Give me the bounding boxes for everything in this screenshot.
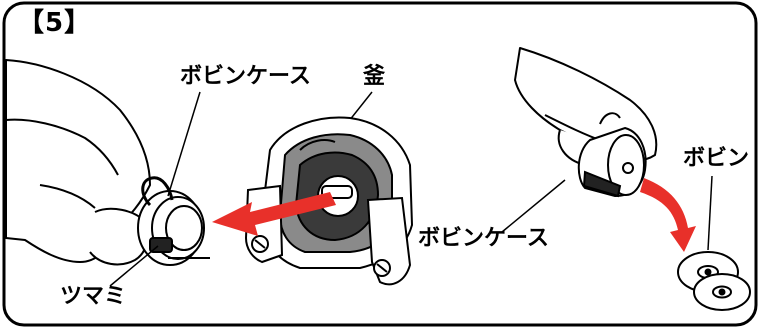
bobbin-case-left <box>137 176 210 266</box>
removal-arrow <box>212 192 336 236</box>
left-hand <box>5 59 151 266</box>
label-bobbin: ボビン <box>683 146 750 171</box>
bobbin-case-right <box>577 112 647 198</box>
label-hook: 釜 <box>363 64 386 89</box>
bobbins <box>677 251 751 311</box>
drop-arrow <box>640 178 696 252</box>
rotary-hook <box>244 116 414 286</box>
step-label: 【5】 <box>18 8 92 38</box>
label-bobbin-case-right: ボビンケース <box>418 226 549 251</box>
label-knob: ツマミ <box>60 284 127 309</box>
label-bobbin-case-top: ボビンケース <box>180 64 311 89</box>
